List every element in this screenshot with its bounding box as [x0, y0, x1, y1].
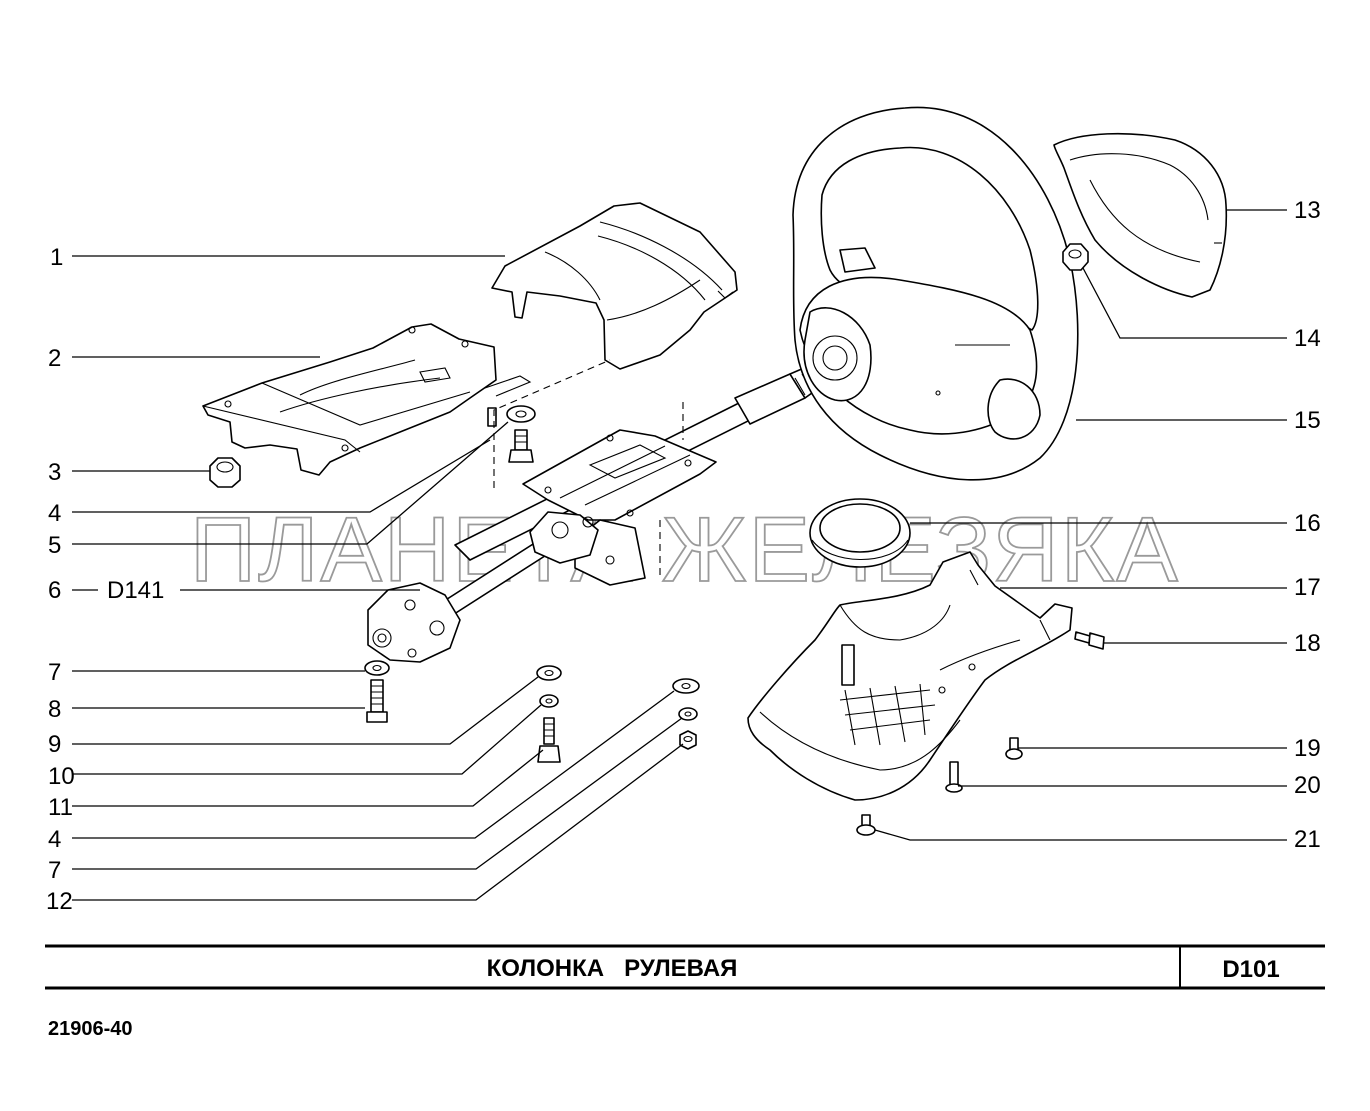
- callout-label-4: 4: [48, 500, 61, 527]
- part-screw-18: [1074, 631, 1105, 650]
- callout-label-19: 19: [1294, 735, 1321, 762]
- callout-label-21: 21: [1294, 826, 1321, 853]
- part-screw-21: [856, 814, 876, 836]
- callout-label-12: 12: [46, 888, 73, 915]
- drawing-code: D101: [1222, 956, 1279, 983]
- part-screw-20: [945, 761, 963, 793]
- model-number: 21906-40: [48, 1018, 133, 1040]
- callout-label-17: 17: [1294, 574, 1321, 601]
- part-upper-shroud: [491, 202, 738, 370]
- part-washer-bolt-4-5: [506, 405, 536, 463]
- callout-label-13: 13: [1294, 197, 1321, 224]
- right-callouts: 13 14 15 16 17 18 19 20 21: [1294, 197, 1321, 853]
- part-horn-pad: [1053, 132, 1228, 298]
- part-intermediate-shaft: [367, 511, 599, 663]
- callout-ref-6: D141: [107, 577, 164, 604]
- callout-label-6: 6: [48, 577, 61, 604]
- callout-label-11: 11: [48, 794, 73, 821]
- callout-label-7b: 7: [48, 857, 61, 884]
- part-nut-14: [1062, 243, 1089, 271]
- callout-label-1: 1: [50, 244, 63, 271]
- right-leader-lines: [874, 209, 1287, 841]
- callout-label-16: 16: [1294, 510, 1321, 537]
- callout-label-8: 8: [48, 696, 61, 723]
- callout-label-3: 3: [48, 459, 61, 486]
- left-callouts: 1 2 3 4 5 6 D141 7 8 9 10 11 4 7 12: [46, 244, 164, 915]
- part-ring-16: [809, 498, 911, 568]
- callout-label-20: 20: [1294, 772, 1321, 799]
- watermark-text: ПЛАНЕТА ЖЕЛЕЗЯКА: [190, 499, 1180, 601]
- callout-label-5: 5: [48, 532, 61, 559]
- part-nut-3: [209, 457, 241, 488]
- left-leader-lines: [72, 255, 684, 901]
- part-washer-nut-4-7-12: [672, 678, 700, 750]
- callout-label-14: 14: [1294, 325, 1321, 352]
- part-washer-bolt-7-8: [364, 660, 390, 723]
- part-lower-shroud: [747, 551, 1073, 801]
- callout-label-18: 18: [1294, 630, 1321, 657]
- part-mounting-bracket: [202, 323, 532, 476]
- part-screw-19: [1005, 737, 1023, 760]
- callout-label-15: 15: [1294, 407, 1321, 434]
- title-block: КОЛОНКА РУЛЕВАЯ D101: [45, 944, 1325, 990]
- part-washer-bolt-9-11: [536, 665, 562, 763]
- callout-label-7: 7: [48, 659, 61, 686]
- callout-label-2: 2: [48, 345, 61, 372]
- callout-label-10: 10: [48, 763, 75, 790]
- part-steering-wheel: [792, 106, 1079, 481]
- callout-label-4b: 4: [48, 826, 61, 853]
- drawing-title: КОЛОНКА РУЛЕВАЯ: [487, 955, 738, 982]
- callout-label-9: 9: [48, 731, 61, 758]
